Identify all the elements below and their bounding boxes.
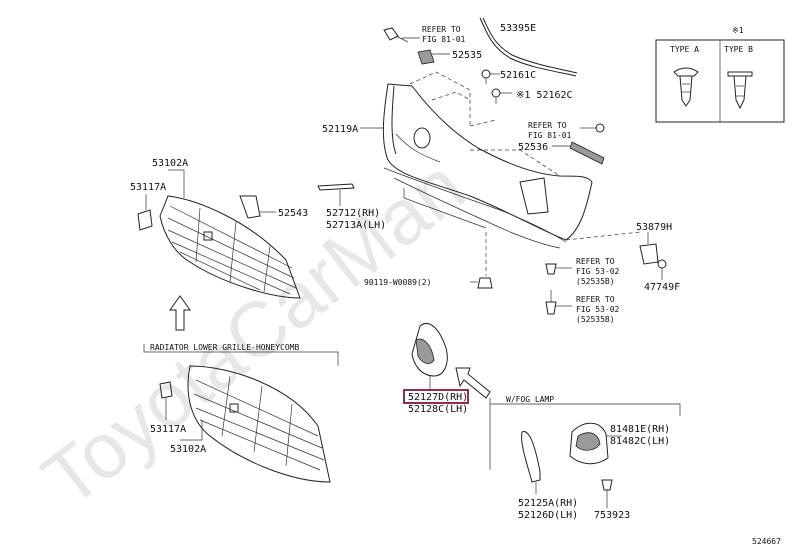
label-52125a: 52125A(RH) [518, 498, 578, 509]
wfog-callout: W/FOG LAMP [489, 395, 681, 470]
radiator-lower-grille-53102a-icon [159, 195, 301, 299]
label-52713a: 52713A(LH) [326, 220, 386, 231]
label-90119: 90119-W0089(2) [364, 278, 431, 287]
bolt-90119-icon [470, 277, 493, 289]
svg-text:REFER TO: REFER TO [528, 121, 567, 130]
label-52161c: 52161C [500, 70, 536, 81]
honeycomb-grille-icon [187, 365, 331, 483]
svg-text:FIG 53-02: FIG 53-02 [576, 305, 620, 314]
label-81482c: 81482C(LH) [610, 436, 670, 447]
front-bumper-52119a-icon [382, 71, 641, 276]
label-52543: 52543 [278, 208, 308, 219]
watermark-text: ToyotaCarMan [26, 142, 480, 524]
label-52535: 52535 [452, 50, 482, 61]
label-52162c: ※1 52162C [516, 90, 573, 101]
fog-cover-52125a-icon [521, 431, 541, 494]
label-52127d[interactable]: 52127D(RH) [408, 392, 468, 403]
legend-type-b: TYPE B [724, 45, 753, 54]
svg-text:(52535B): (52535B) [576, 315, 615, 324]
svg-text:REFER TO: REFER TO [422, 25, 461, 34]
cover-52127d-icon [411, 323, 448, 390]
emblem-53117a-top-icon [137, 194, 153, 231]
bumper-top-clip-icon [383, 27, 409, 43]
honeycomb-callout: RADIATOR LOWER GRILLE-HONEYCOMB [143, 343, 339, 366]
legend-title: ※1 [732, 26, 744, 35]
clip-refer-53-a-icon [545, 263, 572, 275]
label-52536: 52536 [518, 142, 548, 153]
legend-type-a: TYPE A [670, 45, 699, 54]
svg-text:FIG 81-01: FIG 81-01 [528, 131, 572, 140]
label-753923: 753923 [594, 510, 630, 521]
svg-text:FIG 81-01: FIG 81-01 [422, 35, 466, 44]
clip-type-a-icon [673, 67, 699, 107]
label-47749f: 47749F [644, 282, 680, 293]
label-53879h: 53879H [636, 222, 672, 233]
seal-53395e-icon [479, 17, 578, 77]
screw-753923-icon [601, 479, 613, 508]
fog-bezel-81481e-icon [569, 422, 622, 465]
label-53102a-bot: 53102A [170, 444, 206, 455]
screw-52161c-icon [481, 69, 500, 84]
up-arrow-icon [169, 295, 191, 331]
label-wfog-caption: W/FOG LAMP [506, 395, 554, 404]
molding-52712-icon [317, 183, 355, 206]
clip-refer-81-mid-icon [580, 123, 605, 133]
clip-47749f-icon [657, 259, 667, 280]
svg-text:REFER TO: REFER TO [576, 257, 615, 266]
diagram-id: 524667 [752, 537, 781, 546]
label-52126d: 52126D(LH) [518, 510, 578, 521]
clip-type-b-icon [727, 71, 753, 110]
emblem-53117a-bot-icon [159, 381, 173, 399]
label-53117a-top: 53117A [130, 182, 166, 193]
svg-text:(52535B): (52535B) [576, 277, 615, 286]
label-53117a-bot: 53117A [150, 424, 186, 435]
refer-81-top: REFER TO FIG 81-01 [402, 25, 466, 44]
refer-53-a: REFER TO FIG 53-02 (52535B) [576, 257, 620, 286]
label-52128c: 52128C(LH) [408, 404, 468, 415]
cover-52543-icon [239, 195, 276, 219]
label-52119a: 52119A [322, 124, 358, 135]
highlight-box-52127d [403, 389, 469, 404]
label-52712: 52712(RH) [326, 208, 380, 219]
svg-text:FIG 53-02: FIG 53-02 [576, 267, 620, 276]
svg-text:REFER TO: REFER TO [576, 295, 615, 304]
clip-refer-53-b-icon [545, 290, 572, 315]
retainer-52536-icon [552, 141, 605, 165]
refer-53-b: REFER TO FIG 53-02 (52535B) [576, 295, 620, 324]
retainer-52535-icon [417, 49, 450, 65]
bracket-53879h-icon [639, 232, 659, 265]
legend-box: ※1 TYPE A TYPE B [655, 26, 785, 123]
diagonal-arrow-icon [455, 367, 491, 399]
label-81481e: 81481E(RH) [610, 424, 670, 435]
refer-81-mid: REFER TO FIG 81-01 [528, 121, 572, 140]
label-53395e: 53395E [500, 23, 536, 34]
label-53102a-top: 53102A [152, 158, 188, 169]
label-radiator-caption: RADIATOR LOWER GRILLE-HONEYCOMB [150, 343, 299, 352]
screw-52162c-icon [491, 88, 512, 104]
